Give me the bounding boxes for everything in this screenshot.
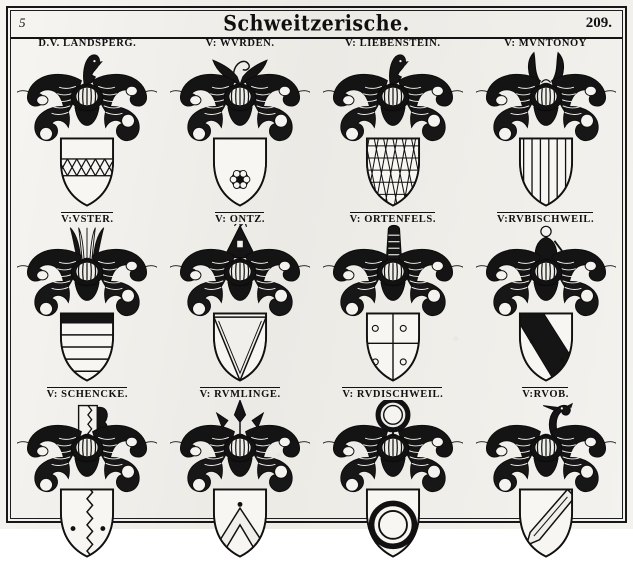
coat-of-arms-cell[interactable]: V: MVNTONOY (469, 37, 622, 213)
coat-of-arms-label: V: SCHENCKE. (46, 389, 129, 400)
coat-of-arms-cell[interactable]: V:RVOB. (469, 388, 622, 564)
arms-grid: D.V. LANDSPERG. V: WVRDEN. V: LIEBENSTEIN.… (11, 37, 622, 558)
coat-of-arms-label: V: RVMLINGE. (199, 389, 281, 400)
coat-of-arms-cell[interactable]: V: WVRDEN. (164, 37, 317, 213)
coat-of-arms-label: V:RVOB. (522, 389, 569, 400)
coat-of-arms-cell[interactable]: V: ONTZ. (164, 213, 317, 389)
signature-mark: 5 (19, 15, 26, 30)
page-title: Schweitzerische. (223, 11, 410, 37)
coat-of-arms-cell[interactable]: V:VSTER. (11, 213, 164, 389)
arms-row: V: SCHENCKE. V: RVMLINGE. V: RVDISCHWEIL. V… (11, 388, 622, 564)
coat-of-arms-label: V: ORTENFELS. (349, 213, 437, 225)
coat-of-arms-cell[interactable]: V: RVDISCHWEIL. (317, 388, 470, 564)
armorial-page: 5 Schweitzerische. 209. D.V. LANDSPERG. V… (0, 0, 633, 529)
coat-of-arms-cell[interactable]: V: RVMLINGE. (164, 388, 317, 564)
dragon-neck-crest-icon (469, 400, 622, 564)
coat-of-arms-label: V: MVNTONOY (504, 38, 587, 49)
coat-of-arms-cell[interactable]: V: LIEBENSTEIN. (317, 37, 470, 213)
coat-of-arms-cell[interactable]: V: SCHENCKE. (11, 388, 164, 564)
coat-of-arms-label: V: RVDISCHWEIL. (342, 389, 444, 400)
annulet-crest-icon (317, 399, 470, 564)
buffalo-horns-crest-icon (469, 49, 622, 213)
plume-crest-icon (11, 224, 164, 388)
coat-of-arms-label: V: LIEBENSTEIN. (345, 38, 441, 49)
beast-crest-icon (317, 49, 470, 213)
folio-number: 209. (585, 15, 612, 31)
coat-of-arms-label: V:VSTER. (61, 213, 114, 225)
beast-crest-icon (11, 49, 164, 213)
coat-of-arms-cell[interactable]: V: ORTENFELS. (317, 213, 470, 389)
coat-of-arms-label: V:RVBISCHWEIL. (497, 213, 595, 225)
arms-row: V:VSTER. V: ONTZ. V: ORTENFELS. V:RVBISCHWE… (11, 213, 622, 389)
coat-of-arms-cell[interactable]: V:RVBISCHWEIL. (469, 213, 622, 389)
winged-horns-crest-icon (164, 49, 317, 213)
page-header: 5 Schweitzerische. 209. (11, 11, 622, 39)
coat-of-arms-label: D.V. LANDSPERG. (38, 38, 137, 49)
spearheads-crest-icon (164, 399, 317, 564)
coat-of-arms-cell[interactable]: D.V. LANDSPERG. (11, 37, 164, 213)
pointed-hat-crest-icon (164, 224, 317, 388)
tall-hat-crest-icon (317, 224, 470, 388)
coat-of-arms-label: V: ONTZ. (215, 213, 266, 225)
coat-of-arms-label: V: WVRDEN. (205, 38, 275, 49)
page-border-inner (10, 10, 623, 519)
arms-row: D.V. LANDSPERG. V: WVRDEN. V: LIEBENSTEIN.… (11, 37, 622, 213)
human-figure-crest-icon (469, 224, 622, 388)
page-border-outer (6, 6, 627, 523)
indented-column-crest-icon (11, 400, 164, 564)
